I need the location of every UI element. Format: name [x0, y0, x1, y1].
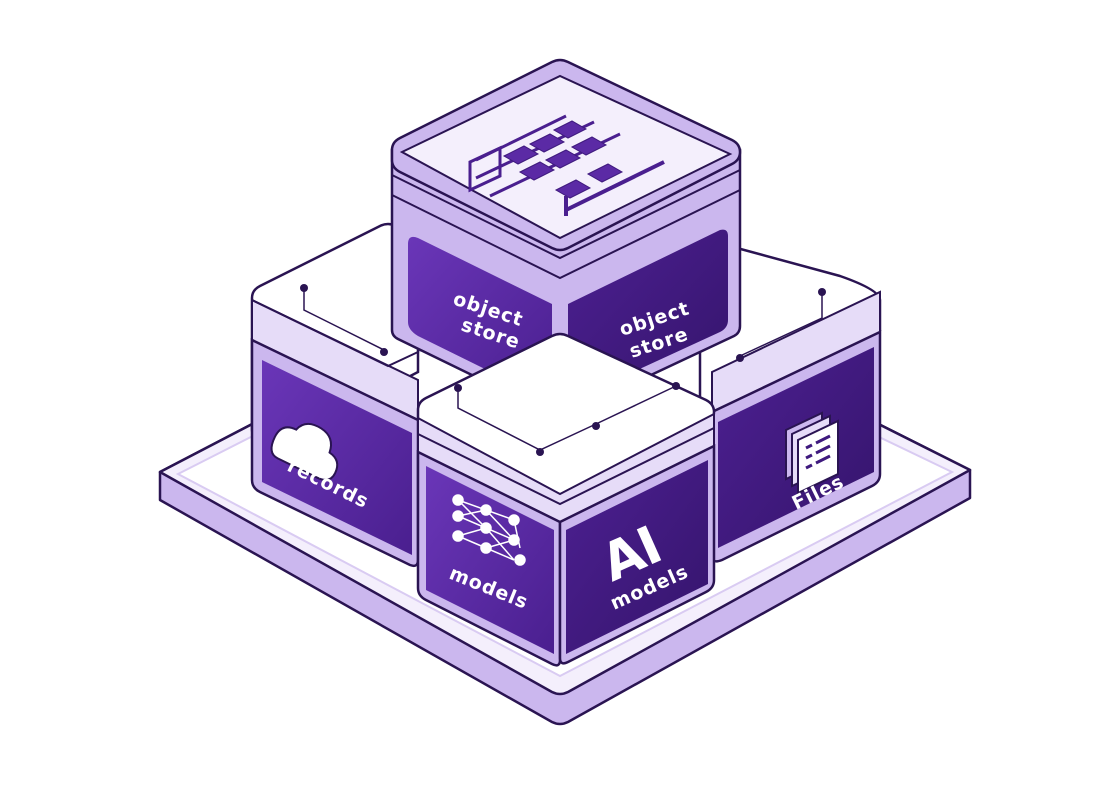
records-block: records — [250, 222, 420, 568]
ai-models-block: models AI models — [416, 332, 716, 667]
cloud-icon — [270, 422, 339, 481]
neural-network-icon — [452, 494, 526, 566]
document-stack-icon — [785, 411, 839, 495]
shelf-grid-icon — [468, 114, 665, 216]
files-block: Files — [698, 236, 882, 563]
object-store-block: object store object store — [390, 58, 742, 418]
